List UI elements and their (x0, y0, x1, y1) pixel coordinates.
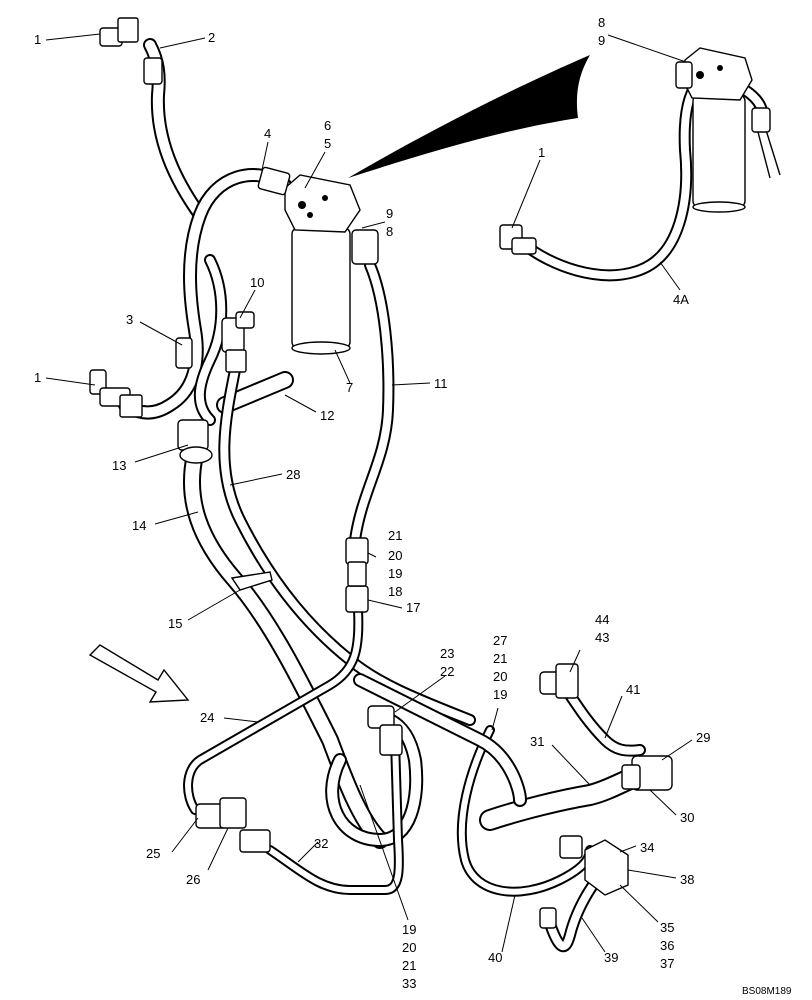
direction-arrow (88, 644, 190, 703)
label-9: 9 (598, 33, 605, 48)
fitting-13 (177, 419, 209, 451)
filter-main (257, 166, 379, 355)
label-24: 24 (200, 710, 214, 725)
fitting-17 (345, 585, 369, 613)
label-30: 30 (680, 810, 694, 825)
label-8-main: 8 (386, 224, 393, 239)
tee-fitting-25 (195, 797, 271, 853)
leader-lines (45, 33, 693, 953)
label-25: 25 (146, 846, 160, 861)
label-35: 35 (660, 920, 674, 935)
fitting-3 (175, 337, 193, 369)
fitting-43 (539, 663, 579, 699)
hose-inset-tail-b (757, 131, 771, 179)
label-29: 29 (696, 730, 710, 745)
label-26: 26 (186, 872, 200, 887)
label-13: 13 (112, 458, 126, 473)
label-1-inset: 1 (538, 145, 545, 160)
label-14: 14 (132, 518, 146, 533)
reference-code: BS08M189 (742, 986, 792, 997)
label-1: 1 (34, 32, 41, 47)
label-7: 7 (346, 380, 353, 395)
label-31: 31 (530, 734, 544, 749)
label-8: 8 (598, 15, 605, 30)
label-33: 33 (402, 976, 416, 991)
valve-block-38 (559, 835, 629, 896)
label-32: 32 (314, 836, 328, 851)
filter-inset (499, 47, 771, 255)
clamp-15 (230, 571, 273, 591)
label-37: 37 (660, 956, 674, 971)
label-2: 2 (208, 30, 215, 45)
hose-end-14 (179, 446, 213, 464)
label-3: 3 (126, 312, 133, 327)
label-5: 5 (324, 136, 331, 151)
label-36: 36 (660, 938, 674, 953)
label-44: 44 (595, 612, 609, 627)
label-6: 6 (324, 118, 331, 133)
label-9-main: 9 (386, 206, 393, 221)
label-19-a: 19 (388, 566, 402, 581)
parts-group (89, 17, 771, 929)
label-20-c: 20 (402, 940, 416, 955)
label-4A: 4A (673, 292, 689, 307)
fitting-39 (539, 907, 557, 929)
label-38: 38 (680, 872, 694, 887)
top-elbow-fitting (99, 17, 163, 85)
elbow-fitting-10 (221, 311, 255, 373)
fitting-18 (347, 561, 367, 587)
label-11: 11 (434, 376, 448, 391)
label-23: 23 (440, 646, 454, 661)
left-fitting-1 (89, 369, 143, 418)
hose-inset-tail-a (765, 129, 781, 176)
label-28: 28 (286, 467, 300, 482)
elbow-fitting-22 (367, 705, 403, 756)
label-27: 27 (493, 633, 507, 648)
label-1-left: 1 (34, 370, 41, 385)
label-15: 15 (168, 616, 182, 631)
label-21-c: 21 (402, 958, 416, 973)
label-41: 41 (626, 682, 640, 697)
label-19-b: 19 (493, 687, 507, 702)
label-4: 4 (264, 126, 271, 141)
hose-group (118, 38, 781, 952)
label-20-b: 20 (493, 669, 507, 684)
label-17: 17 (406, 600, 420, 615)
label-21-b: 21 (493, 651, 507, 666)
label-18: 18 (388, 584, 402, 599)
label-22: 22 (440, 664, 454, 679)
detail-wedge (348, 55, 590, 178)
part-labels: 1 2 4 6 5 8 9 1 4A 9 8 10 3 1 7 11 12 13… (34, 15, 792, 997)
fitting-30 (621, 764, 641, 790)
label-40: 40 (488, 950, 502, 965)
label-10: 10 (250, 275, 264, 290)
label-21-a: 21 (388, 528, 402, 543)
fitting-16 (345, 537, 369, 565)
label-39: 39 (604, 950, 618, 965)
label-19-c: 19 (402, 922, 416, 937)
label-43: 43 (595, 630, 609, 645)
label-34: 34 (640, 840, 654, 855)
label-12: 12 (320, 408, 334, 423)
label-20: 20 (388, 548, 402, 563)
